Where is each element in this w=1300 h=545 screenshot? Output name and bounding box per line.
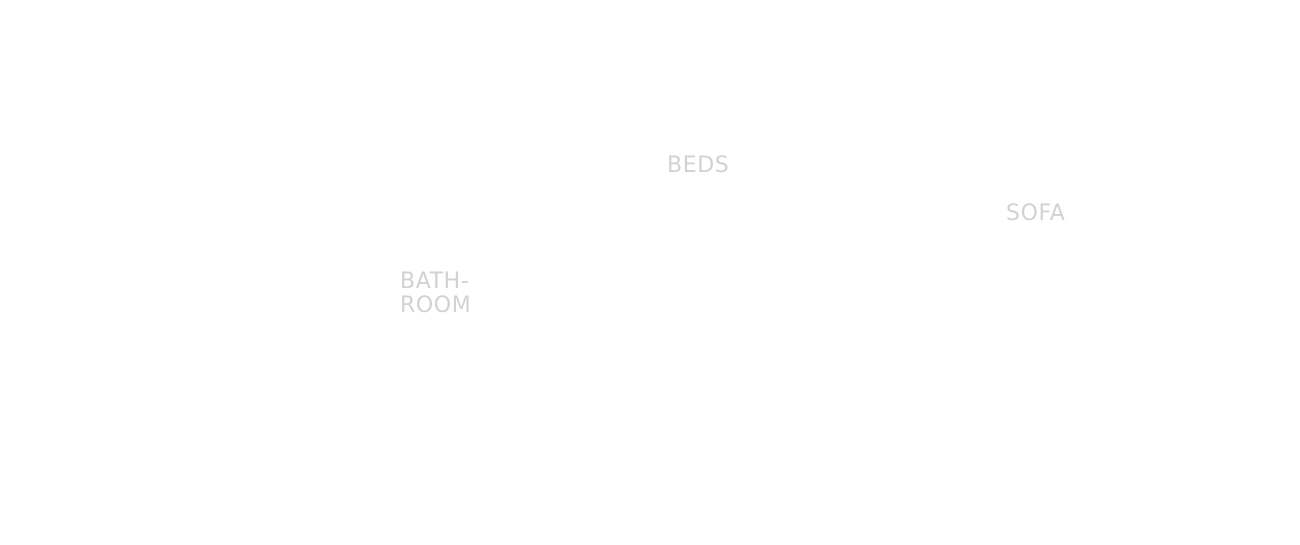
category-link-bathroom[interactable]: BATH- ROOM <box>400 270 471 318</box>
category-label-beds: BEDS <box>667 153 730 178</box>
category-label-bathroom-line-2: ROOM <box>400 293 472 318</box>
category-label-sofa: SOFA <box>1006 201 1066 226</box>
category-link-beds[interactable]: BEDS <box>667 154 729 178</box>
category-link-sofa[interactable]: SOFA <box>1006 202 1065 226</box>
category-label-bathroom-line-1: BATH- <box>400 269 470 294</box>
